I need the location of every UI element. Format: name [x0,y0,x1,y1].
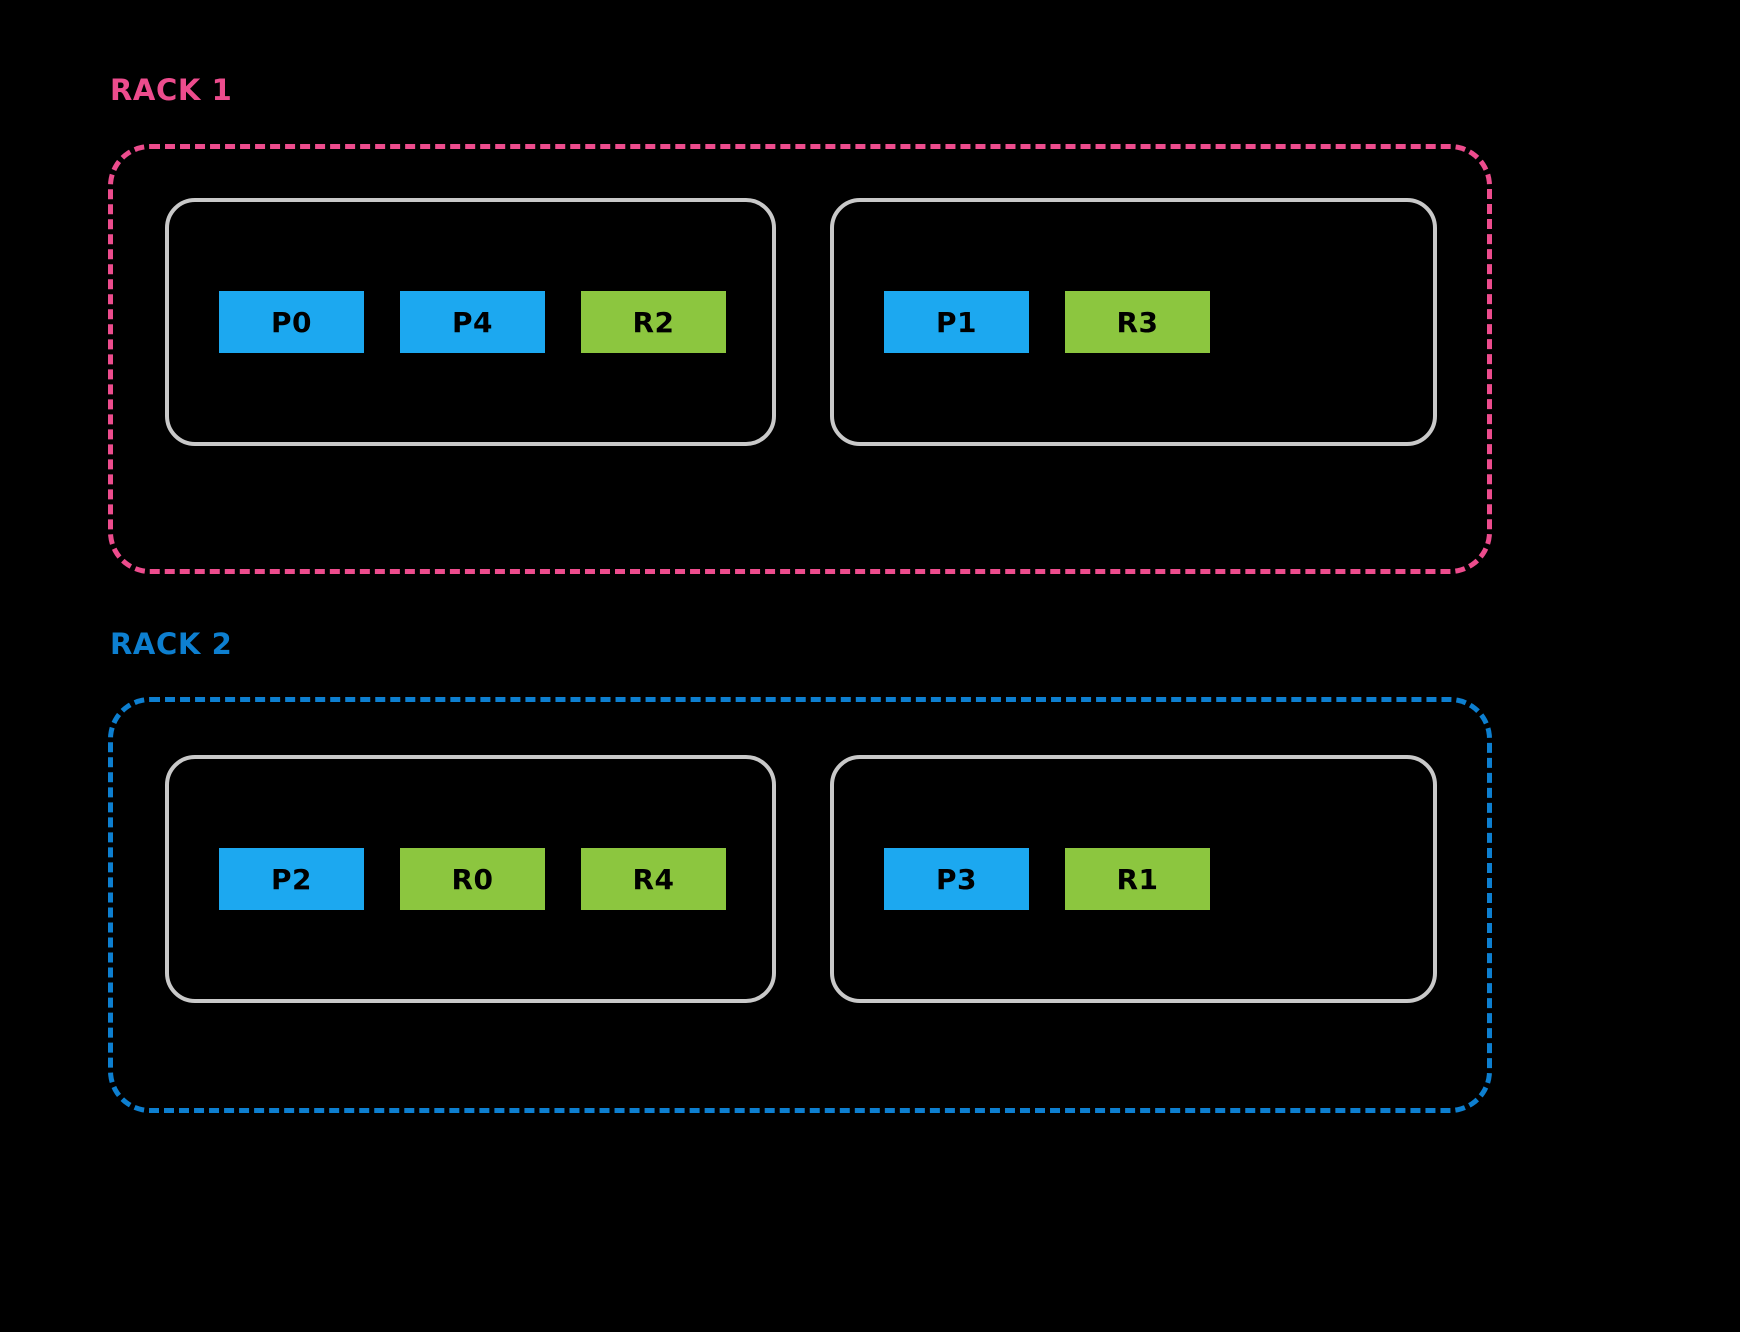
rack-2-node-2: P3 R1 [830,755,1437,1003]
block-r4[interactable]: R4 [581,848,726,910]
block-p0[interactable]: P0 [219,291,364,353]
rack-2-node-2-slots: P3 R1 [834,759,1433,999]
block-r1[interactable]: R1 [1065,848,1210,910]
block-r0[interactable]: R0 [400,848,545,910]
block-r2[interactable]: R2 [581,291,726,353]
block-p3[interactable]: P3 [884,848,1029,910]
rack-1-node-2: P1 R3 [830,198,1437,446]
rack-1-node-2-slots: P1 R3 [834,202,1433,442]
rack-1-boundary [108,144,1492,574]
rack-2-boundary [108,697,1492,1113]
block-p1[interactable]: P1 [884,291,1029,353]
block-r3[interactable]: R3 [1065,291,1210,353]
block-p4[interactable]: P4 [400,291,545,353]
rack-1-node-1-slots: P0 P4 R2 [169,202,772,442]
rack-1-label: RACK 1 [110,73,233,107]
rack-2-label: RACK 2 [110,627,233,661]
rack-2-node-1-slots: P2 R0 R4 [169,759,772,999]
block-p2[interactable]: P2 [219,848,364,910]
rack-2-node-1: P2 R0 R4 [165,755,776,1003]
rack-1-node-1: P0 P4 R2 [165,198,776,446]
